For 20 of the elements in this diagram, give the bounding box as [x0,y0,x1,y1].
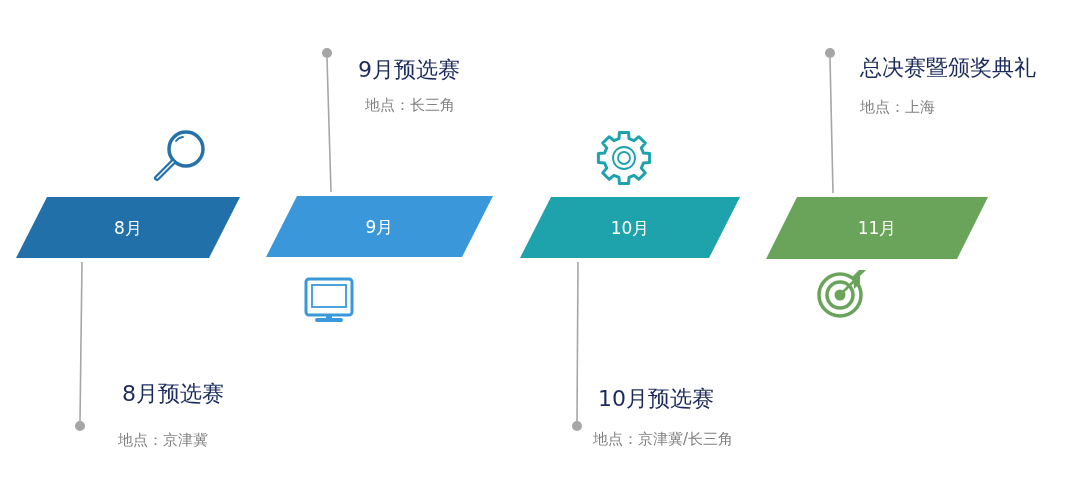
month-label: 10月 [610,217,650,237]
month-label: 8月 [114,217,142,237]
event-title: 总决赛暨颁奖典礼 [860,54,1036,82]
event-title: 8月预选赛 [122,380,224,408]
event-location: 地点：上海 [860,97,935,117]
month-label: 9月 [365,216,394,236]
leader-line [829,57,834,194]
month-parallelogram [16,197,240,258]
event-location: 地点：京津冀 [118,430,208,450]
event-title: 10月预选赛 [598,385,714,413]
event-title: 9月预选赛 [358,56,460,84]
month-parallelogram [266,196,493,257]
leader-line [326,57,332,193]
month-parallelogram [520,197,740,258]
month-label: 11月 [857,217,897,238]
event-location: 地点：长三角 [365,95,455,115]
leader-line [79,261,83,422]
event-location: 地点：京津冀/长三角 [593,429,734,449]
month-parallelogram [766,197,988,259]
leader-line [576,261,579,422]
